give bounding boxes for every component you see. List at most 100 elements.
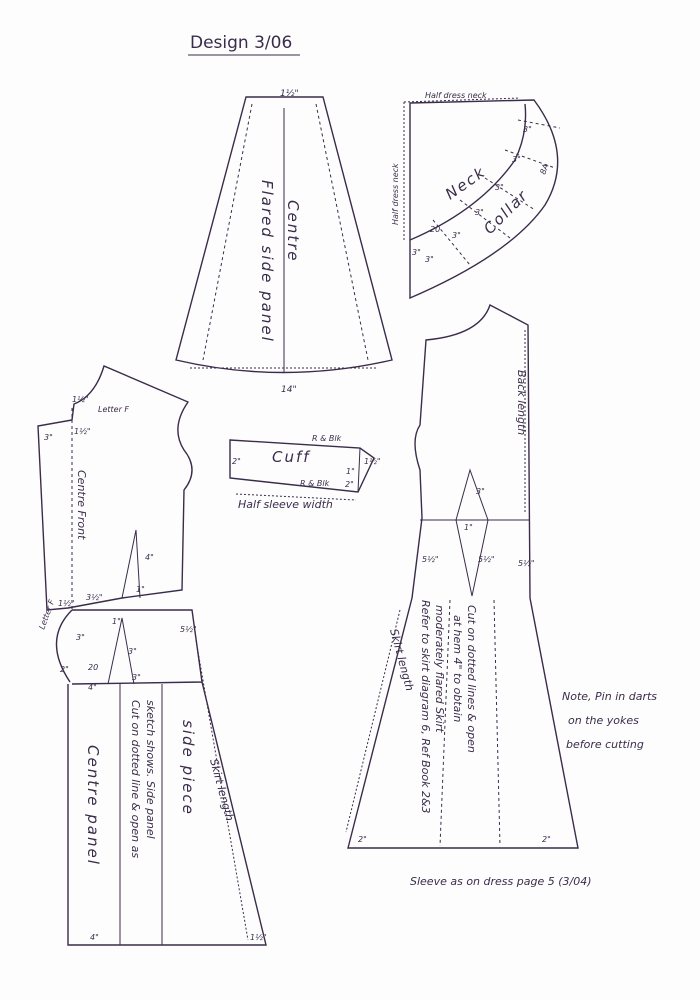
back-hem-right: 2" <box>542 835 551 844</box>
cuff-width-mark: 2" <box>232 457 241 466</box>
note-pin-darts-1: Note, Pin in darts <box>562 690 657 703</box>
back-waist-left: 5½" <box>422 555 439 564</box>
cuff-end-low: 2" <box>345 480 354 489</box>
collar-word-collar: Collar <box>480 186 532 238</box>
front-neck-mark: 1½" <box>74 427 91 436</box>
front-shoulder-mark: 1½" <box>72 395 89 404</box>
collar-mark-1 <box>517 119 561 129</box>
back-bodice-outline <box>411 303 531 599</box>
front-skirt-length-measure <box>195 639 249 941</box>
front-skirt-outline <box>67 681 267 946</box>
back-note-4: Refer to skirt diagram 6, Ref Book 2&3 <box>419 600 432 814</box>
yoke-mark-3: 3" <box>132 673 141 682</box>
panel-label-centre: Centre <box>284 200 302 263</box>
cuff-width-measure <box>235 493 357 501</box>
panel-label-flared: Flared side panel <box>258 180 276 343</box>
collar-width-4: 3" <box>475 208 484 217</box>
panel-left-cut-line <box>202 103 253 361</box>
front-waist-right: 3½" <box>86 593 103 602</box>
collar-notch: 20 <box>430 225 440 234</box>
cuff-end-line <box>357 447 361 493</box>
collar-top-measure <box>403 97 521 103</box>
flared-side-panel: 1½" 14" Centre Flared side panel <box>175 89 393 395</box>
collar-neck-edge <box>409 103 527 241</box>
front-bodice-outline <box>37 365 193 611</box>
back-cut-line-2 <box>493 599 501 847</box>
diagram-title: Design 3/06 <box>190 33 292 53</box>
collar-width-3: 3" <box>495 183 504 192</box>
front-waist-left: 1½" <box>58 599 75 608</box>
panel-hem-mark: 14" <box>281 385 297 395</box>
collar-left-mark: 3" <box>412 248 421 257</box>
back-waist-right: 5½" <box>478 555 495 564</box>
back-dress: Back length 3" 1" 5½" 5½" 5½" Skirt leng… <box>345 303 579 849</box>
back-note-1: Cut on dotted lines & open <box>465 605 478 753</box>
back-cut-line-1 <box>439 599 451 847</box>
yoke-dart <box>107 617 135 685</box>
front-hem-left: 4" <box>88 683 97 692</box>
cuff-outline <box>229 439 375 493</box>
panel-right-cut-line <box>315 103 369 361</box>
note-sleeve: Sleeve as on dress page 5 (3/04) <box>410 875 592 888</box>
letter-f-bottom: Letter F <box>37 598 56 631</box>
panel-top-mark: 1½" <box>280 89 299 99</box>
cuff-bottom-note: R & Blk <box>300 479 330 488</box>
collar-mark-3 <box>484 177 536 211</box>
collar-mark-5 <box>432 219 471 266</box>
yoke-corner-2: 2" <box>60 665 69 674</box>
collar-top-label: Half dress neck <box>425 91 487 100</box>
collar-width-6: 3" <box>425 255 434 264</box>
front-bodice: Letter F 1½" 1½" 3" Centre Front 4" 1" 1… <box>37 365 193 611</box>
back-skirt-length-label: Skirt length <box>387 627 416 692</box>
front-side-4: 4" <box>90 933 99 942</box>
front-dart-point: 1" <box>136 585 145 594</box>
collar-left-label: Half dress neck <box>391 163 400 225</box>
front-skirt: Letter F 3" 1" 3" 3" 5½" 20 2" 4" Centre… <box>37 598 267 946</box>
collar-corner-mark: 8A <box>538 163 550 176</box>
back-dart <box>455 468 489 597</box>
front-left-mark: 3" <box>44 433 53 442</box>
front-dart <box>121 529 141 599</box>
cuff: R & Blk R & Blk Cuff 2" 1½" 1" 2" Half s… <box>229 434 381 511</box>
note-pin-darts-3: before cutting <box>566 738 644 751</box>
neck-collar: Half dress neck Half dress neck Neck Col… <box>391 91 561 300</box>
front-skirt-length-label: Skirt length <box>207 757 236 822</box>
cuff-end-top: 1½" <box>364 457 381 466</box>
yoke-mark-4: 5½" <box>180 625 197 634</box>
back-note-3: moderately flared Skirt <box>433 605 446 733</box>
collar-mark-2 <box>504 149 556 169</box>
cuff-bottom-label: Half sleeve width <box>238 498 333 511</box>
collar-width-5: 3" <box>452 231 461 240</box>
centre-front-label: Centre Front <box>75 470 88 540</box>
yoke-left-mark: 3" <box>76 633 85 642</box>
cuff-end-mid: 1" <box>346 467 355 476</box>
cuff-label: Cuff <box>272 448 311 466</box>
back-dart-inner: 1" <box>464 523 473 532</box>
centre-panel-label: Centre panel <box>84 745 102 866</box>
letter-f-top: Letter F <box>98 405 129 414</box>
back-dart-mark: 3" <box>476 487 485 496</box>
back-hem-left: 2" <box>358 835 367 844</box>
flared-side-panel-outline <box>175 96 393 374</box>
yoke-mark-1: 1" <box>112 617 121 626</box>
back-waist-far-right: 5½" <box>518 559 535 568</box>
yoke-corner-20: 20 <box>88 663 98 672</box>
collar-outer-edge <box>409 99 559 300</box>
side-piece-label: side piece <box>179 720 197 816</box>
back-skirt-outline <box>347 597 579 849</box>
cuff-top-note: R & Blk <box>312 434 342 443</box>
collar-mark-4 <box>459 199 511 239</box>
back-length-label: Back length <box>515 370 528 435</box>
collar-word-neck: Neck <box>442 162 490 203</box>
front-hem-right: 1½" <box>250 933 267 942</box>
front-cut-note-2: sketch shows. Side panel <box>144 700 157 839</box>
front-yoke-curve <box>55 609 73 683</box>
front-yoke-outline <box>71 609 203 685</box>
collar-width-2: 3" <box>512 155 521 164</box>
note-pin-darts-2: on the yokes <box>568 714 639 727</box>
front-dart-width: 4" <box>145 553 154 562</box>
front-cut-note-1: Cut on dotted line & open as <box>129 700 142 858</box>
collar-width-1: 3" <box>523 125 532 134</box>
